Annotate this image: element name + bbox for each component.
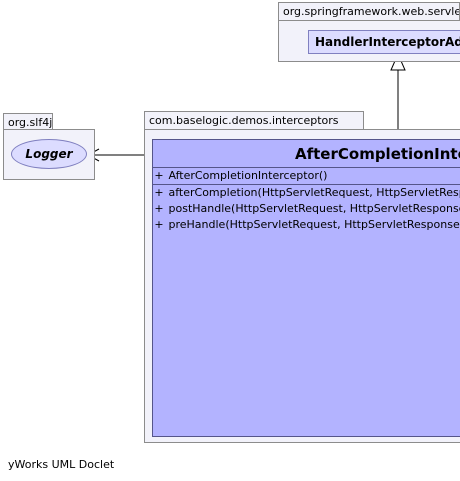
package-tab-slf4j: org.slf4j: [3, 113, 53, 130]
class-logger-name: Logger: [25, 147, 73, 161]
package-name-spring: org.springframework.web.servlet.handler: [283, 5, 459, 18]
package-spring: HandlerInterceptorAdapter: [278, 20, 460, 62]
method-signature: preHandle(HttpServletRequest, HttpServle…: [168, 218, 460, 231]
package-tab-demo: com.baselogic.demos.interceptors: [144, 111, 364, 130]
method-signature: afterCompletion(HttpServletRequest, Http…: [168, 186, 460, 199]
class-after-completion-interceptor-name: AfterCompletionInterceptor: [295, 145, 460, 163]
package-demo: AfterCompletionInterceptor + AfterComple…: [144, 129, 460, 443]
class-after-completion-interceptor[interactable]: AfterCompletionInterceptor + AfterComple…: [152, 139, 460, 437]
package-slf4j: Logger: [3, 129, 95, 180]
method-row-after-completion: + afterCompletion(HttpServletRequest, Ht…: [153, 186, 460, 200]
constructor-row: + AfterCompletionInterceptor(): [153, 169, 327, 183]
method-row-pre-handle: + preHandle(HttpServletRequest, HttpServ…: [153, 218, 460, 232]
method-visibility: +: [154, 202, 164, 215]
class-handler-interceptor-adapter[interactable]: HandlerInterceptorAdapter: [308, 30, 460, 54]
package-name-demo: com.baselogic.demos.interceptors: [149, 114, 339, 127]
method-visibility: +: [154, 218, 164, 231]
package-name-slf4j: org.slf4j: [8, 116, 53, 129]
package-tab-spring: org.springframework.web.servlet.handler: [278, 2, 460, 21]
constructor-separator: [153, 184, 460, 185]
method-visibility: +: [154, 186, 164, 199]
class-logger[interactable]: Logger: [11, 139, 87, 169]
footer-credit: yWorks UML Doclet: [8, 458, 115, 471]
class-handler-interceptor-adapter-name: HandlerInterceptorAdapter: [315, 35, 460, 49]
method-signature: postHandle(HttpServletRequest, HttpServl…: [168, 202, 460, 215]
constructor-visibility: +: [154, 169, 164, 182]
class-name-separator: [153, 167, 460, 168]
constructor-signature: AfterCompletionInterceptor(): [168, 169, 328, 182]
method-row-post-handle: + postHandle(HttpServletRequest, HttpSer…: [153, 202, 460, 216]
